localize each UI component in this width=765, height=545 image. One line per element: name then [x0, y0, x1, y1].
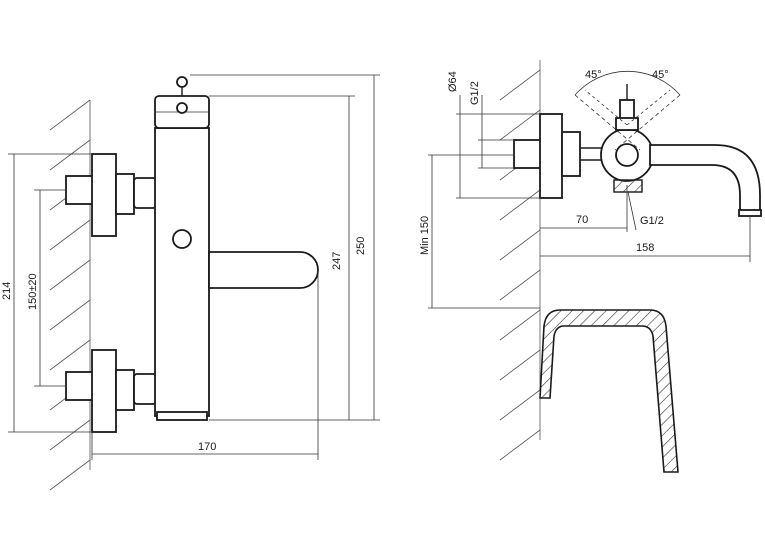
lower-inlet [65, 349, 157, 433]
dim-247: 247 [209, 95, 355, 420]
dim-inlet-thread: G1/2 [469, 81, 514, 169]
diverter-button [172, 229, 192, 249]
upper-inlet [65, 153, 157, 237]
wall-hatching-left [49, 99, 91, 491]
dim-158: 158 [540, 216, 751, 262]
side-spout [649, 144, 761, 216]
side-flange [539, 113, 563, 199]
side-view: 45° 45° Ø64 G1/2 Min 150 70 [419, 60, 762, 473]
dim-label-247: 247 [331, 252, 343, 270]
dim-label-158: 158 [636, 242, 654, 254]
wall-hatching-right [499, 60, 541, 461]
dim-min-height: Min 150 [419, 154, 540, 309]
dim-label-170: 170 [198, 441, 216, 453]
spout [208, 251, 319, 289]
dim-label-214: 214 [1, 282, 13, 300]
dim-label-outlet-thread: G1/2 [640, 215, 664, 227]
dim-label-inlet-thread: G1/2 [469, 81, 481, 105]
dim-label-min-height: Min 150 [419, 216, 431, 255]
angle-left-label: 45° [585, 69, 602, 81]
dim-214: 214 [1, 153, 92, 433]
angle-indicator: 45° 45° [574, 69, 681, 151]
dim-diameter: Ø64 [447, 71, 540, 199]
dim-label-diameter: Ø64 [447, 71, 459, 92]
dim-label-250: 250 [355, 237, 367, 255]
front-view: 250 247 214 150±20 170 [1, 74, 380, 491]
bathtub-section [539, 309, 679, 473]
top-knob [176, 76, 188, 88]
dim-70: 70 [540, 185, 628, 232]
mixer-bottom [156, 411, 208, 421]
cap-screw [176, 102, 188, 114]
dim-150-20: 150±20 [27, 189, 66, 387]
dim-170: 170 [91, 270, 319, 460]
dim-label-70: 70 [576, 214, 588, 226]
angle-right-label: 45° [652, 69, 669, 81]
dim-250: 250 [190, 74, 380, 421]
dim-outlet-thread: G1/2 [627, 191, 664, 231]
outlet-thread [613, 179, 643, 193]
body-inner-circle [615, 143, 639, 167]
side-inlet [513, 139, 543, 169]
mixer-body [154, 127, 210, 417]
dim-label-150-20: 150±20 [27, 273, 39, 310]
